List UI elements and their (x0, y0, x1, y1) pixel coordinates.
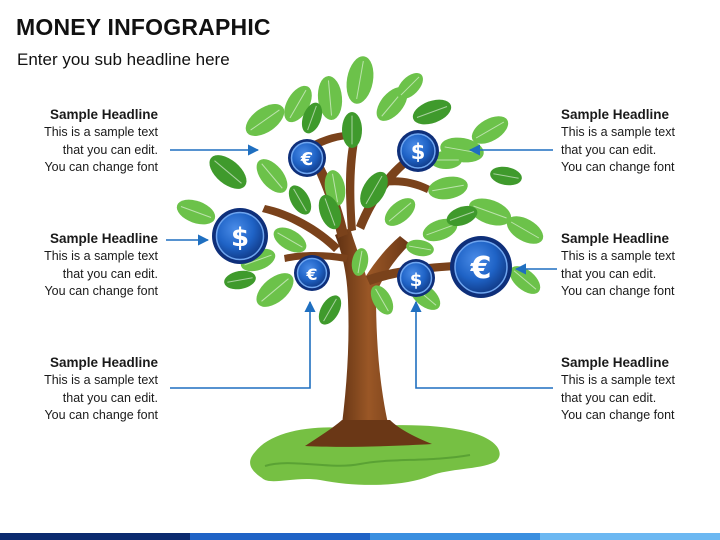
leaf-vein (426, 224, 454, 236)
leaf-vein (365, 175, 383, 205)
leaf-vein (449, 211, 475, 221)
callout-middle-right: Sample Headline This is a sample text th… (561, 229, 711, 301)
dollar-coin-left: $ (212, 208, 268, 264)
dollar-icon: $ (231, 223, 249, 253)
grass-mound (250, 425, 500, 485)
tree-leaves (176, 56, 544, 325)
dollar-icon: $ (411, 140, 426, 164)
callout-heading: Sample Headline (561, 355, 670, 370)
callout-heading: Sample Headline (561, 107, 670, 122)
leaf-vein (293, 188, 307, 212)
callout-text: This is a sample text (44, 373, 158, 387)
leaf-vein (475, 121, 505, 139)
euro-coin-top-left: € (288, 139, 326, 177)
callout-top-left: Sample Headline This is a sample text th… (8, 105, 158, 177)
leaf-vein (432, 184, 464, 192)
leaf-vein (227, 277, 253, 283)
callout-text: that you can edit. (62, 390, 158, 405)
leaf-vein (473, 205, 507, 219)
callout-text: This is a sample text (44, 125, 158, 139)
leaf-vein (493, 173, 519, 179)
leaf-vein (180, 206, 212, 218)
leaf-vein (214, 160, 242, 184)
callout-text: You can change font (561, 284, 675, 298)
leaf-vein (289, 89, 307, 119)
page-title: MONEY INFOGRAPHIC (16, 14, 271, 40)
leaf-vein (244, 254, 272, 266)
leaf-vein (375, 288, 389, 312)
dollar-coin-top-right: $ (397, 130, 439, 172)
callout-heading: Sample Headline (49, 107, 158, 122)
callout-text: You can change font (44, 284, 158, 298)
callout-heading: Sample Headline (49, 231, 158, 246)
callout-text: This is a sample text (44, 249, 158, 263)
callout-text: This is a sample text (561, 125, 675, 139)
leaf-vein (324, 198, 336, 226)
callout-top-right: Sample Headline This is a sample text th… (561, 105, 711, 177)
callout-text: You can change font (561, 160, 675, 174)
callout-text: You can change font (44, 160, 158, 174)
page-subtitle: Enter you sub headline here (17, 50, 230, 69)
callout-text: This is a sample text (561, 249, 675, 263)
callout-text: You can change font (44, 408, 158, 422)
dollar-icon: $ (410, 270, 423, 291)
callout-text: that you can edit. (561, 142, 657, 157)
leaf-vein (408, 245, 432, 251)
leaf-vein (388, 202, 412, 222)
callout-heading: Sample Headline (561, 231, 670, 246)
euro-icon: € (300, 149, 314, 170)
callout-text: that you can edit. (561, 390, 657, 405)
leaf-vein (356, 61, 364, 99)
connector-lines (166, 144, 557, 389)
connector-bottom-right (410, 300, 553, 389)
leaf-vein (261, 278, 289, 302)
euro-coin-center: € (294, 255, 330, 291)
leaf-vein (261, 163, 283, 189)
euro-icon: € (305, 265, 317, 284)
callout-text: that you can edit. (62, 142, 158, 157)
callout-text: You can change font (561, 408, 675, 422)
callout-heading: Sample Headline (49, 355, 158, 370)
leaf-vein (323, 298, 337, 322)
leaf-vein (327, 80, 333, 116)
callout-text: that you can edit. (62, 266, 158, 281)
leaf-vein (510, 221, 540, 239)
leaf-vein (332, 173, 338, 203)
connector-bottom-left (170, 300, 316, 389)
euro-icon: € (470, 251, 492, 286)
leaf-vein (400, 76, 420, 96)
leaf-vein (277, 232, 303, 248)
callout-text: This is a sample text (561, 373, 675, 387)
dollar-coin-center-right: $ (397, 259, 435, 297)
callout-bottom-right: Sample Headline This is a sample text th… (561, 353, 711, 425)
callout-bottom-left: Sample Headline This is a sample text th… (8, 353, 158, 425)
callout-text: that you can edit. (561, 266, 657, 281)
leaf-vein (307, 105, 317, 131)
leaf-vein (357, 250, 363, 274)
footer-color-bar (0, 533, 720, 540)
leaf-vein (250, 109, 280, 131)
euro-coin-right: € (450, 236, 512, 298)
leaf-vein (416, 106, 448, 118)
callout-middle-left: Sample Headline This is a sample text th… (8, 229, 158, 301)
